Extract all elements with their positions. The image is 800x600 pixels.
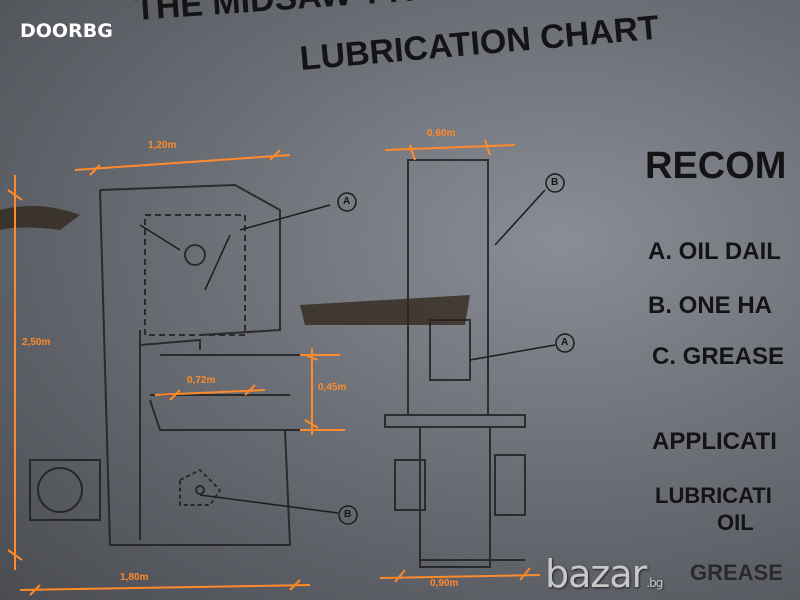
item-a: A. OIL DAIL: [648, 238, 781, 265]
callout-b2: B: [344, 509, 352, 520]
item-b: B. ONE HA: [648, 292, 773, 319]
grease-label: GREASE: [690, 560, 783, 585]
dim-base: 1,80m: [120, 572, 149, 583]
logo-tld: .bg: [646, 576, 663, 590]
bazar-logo: bazar.bg: [545, 552, 663, 596]
dimension-lines: [7, 139, 541, 596]
dim-throat-height: 0,45m: [318, 382, 347, 393]
application-heading: APPLICATI: [652, 428, 777, 455]
callout-b1: B: [551, 177, 559, 188]
item-c: C. GREASE: [652, 343, 785, 370]
oil-label: OIL: [717, 510, 754, 535]
callout-a1: A: [343, 196, 351, 207]
dim-depth-base: 0,90m: [430, 578, 459, 589]
logo-brand: bazar: [545, 552, 647, 596]
lubrication-label: LUBRICATI: [655, 483, 772, 508]
dim-width-top: 1,20m: [148, 140, 177, 151]
dim-depth-top: 0,60m: [427, 128, 456, 139]
dim-throat: 0,72m: [187, 375, 216, 386]
dim-height: 2,50m: [22, 337, 51, 348]
recommend-heading: RECOM: [645, 145, 787, 187]
watermark: DOORBG: [20, 20, 113, 42]
callout-a2: A: [561, 337, 569, 348]
